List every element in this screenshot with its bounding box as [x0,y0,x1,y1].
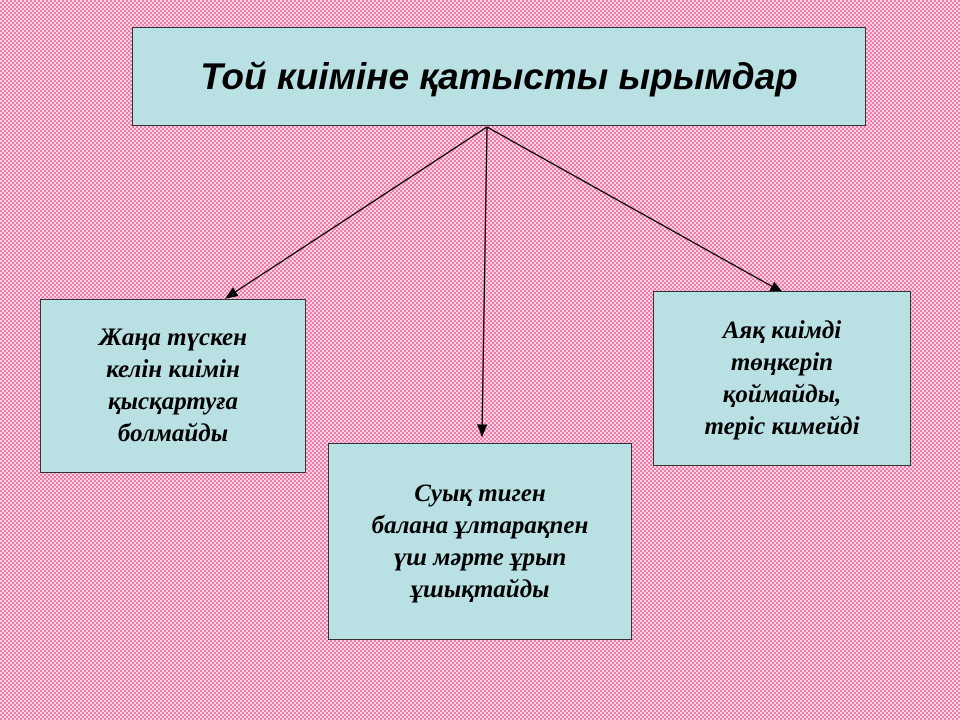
node-right: Аяқ киімді төңкеріп қоймайды, теріс киме… [653,291,911,466]
node-right-text: Аяқ киімді төңкеріп қоймайды, теріс киме… [704,316,860,440]
node-left: Жаңа түскен келін киімін қысқартуға болм… [40,299,306,473]
arrow-to-left-node [224,126,488,299]
node-center-text: Суық тиген балана ұлтарақпен үш мәрте ұр… [371,479,589,603]
diagram-title: Той киіміне қатысты ырымдар [132,27,866,126]
diagram-title-text: Той киіміне қатысты ырымдар [200,55,798,97]
arrow-to-right-node [486,126,784,293]
node-center: Суық тиген балана ұлтарақпен үш мәрте ұр… [328,443,632,640]
node-left-text: Жаңа түскен келін киімін қысқартуға болм… [98,324,248,447]
arrow-to-center-node [476,126,488,438]
